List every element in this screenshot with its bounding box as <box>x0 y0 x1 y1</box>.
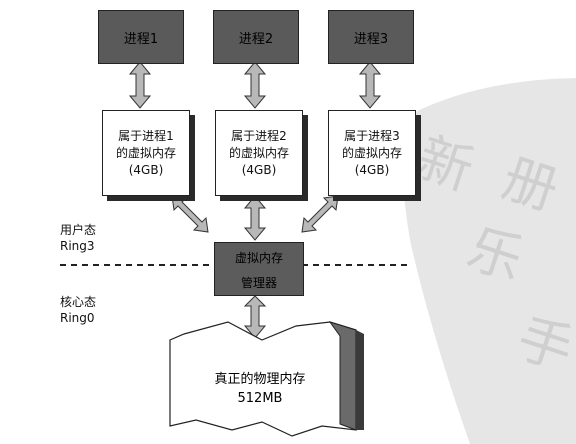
vmem-line2: 的虚拟内存 <box>341 145 402 160</box>
process-vmem-arrow <box>243 61 267 109</box>
process-box-1: 进程1 <box>98 10 184 64</box>
vmem-manager-arrow-right <box>301 195 339 233</box>
process-vmem-arrow <box>358 61 382 109</box>
virtual-memory-manager: 虚拟内存 管理器 <box>214 242 304 296</box>
vmem-line2: 的虚拟内存 <box>115 145 176 160</box>
user-mode-ring: Ring3 <box>60 239 95 253</box>
kernel-mode-ring: Ring0 <box>60 311 95 325</box>
physical-memory-sheet <box>169 321 364 437</box>
user-mode-title: 用户态 <box>60 223 97 237</box>
vmem-line2: 的虚拟内存 <box>228 145 289 160</box>
physical-memory-label: 真正的物理内存 512MB <box>180 370 340 408</box>
vmem-manager-arrow-center <box>243 195 267 241</box>
manager-physical-arrow <box>243 295 267 339</box>
manager-line1: 虚拟内存 <box>234 251 283 265</box>
process-vmem-arrow <box>128 61 152 109</box>
vmem-size: (4GB) <box>354 162 390 177</box>
virtual-memory-1: 属于进程1 的虚拟内存 (4GB) <box>102 110 190 196</box>
vmem-manager-arrow-left <box>171 195 209 233</box>
vmem-line1: 属于进程3 <box>344 128 400 143</box>
process-box-3: 进程3 <box>328 10 414 64</box>
virtual-memory-3: 属于进程3 的虚拟内存 (4GB) <box>328 110 416 196</box>
vmem-line1: 属于进程2 <box>231 128 287 143</box>
user-mode-label: 用户态 Ring3 <box>60 222 96 254</box>
manager-line2: 管理器 <box>240 276 277 290</box>
vmem-size: (4GB) <box>128 162 164 177</box>
physical-line2: 512MB <box>237 391 283 406</box>
kernel-mode-label: 核心态 Ring0 <box>60 294 96 326</box>
process-box-2: 进程2 <box>213 10 299 64</box>
kernel-mode-title: 核心态 <box>60 295 97 309</box>
vmem-size: (4GB) <box>241 162 277 177</box>
virtual-memory-2: 属于进程2 的虚拟内存 (4GB) <box>215 110 303 196</box>
vmem-line1: 属于进程1 <box>118 128 174 143</box>
physical-line1: 真正的物理内存 <box>214 372 306 387</box>
